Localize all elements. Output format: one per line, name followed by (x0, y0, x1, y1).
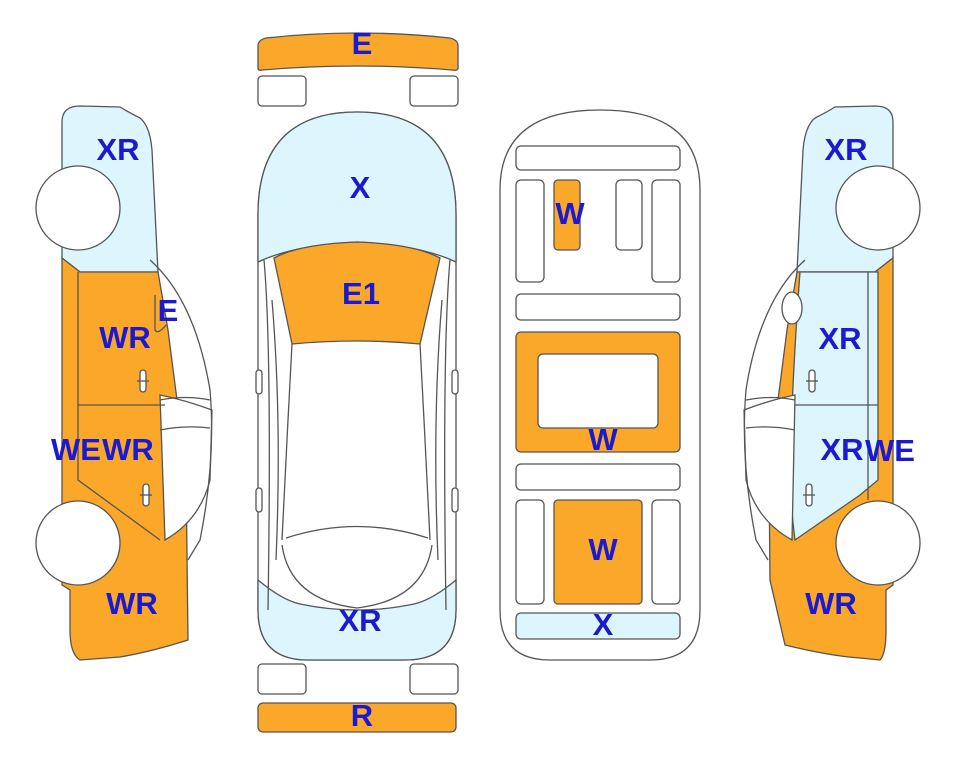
left-rear-handle (255, 487, 263, 513)
right-side-view: XR XR XR WE WR (743, 105, 921, 661)
left-front-wheel (35, 165, 121, 251)
label-left-a-pillar: E (158, 293, 179, 328)
label-left-rocker: WE (51, 432, 101, 467)
rear-right-light (409, 663, 459, 695)
label-right-rear-door: XR (820, 432, 863, 467)
label-right-front-fender: XR (824, 132, 867, 167)
underbody-crossmember-front (515, 145, 681, 171)
right-rear-handle (451, 487, 459, 513)
right-front-door-handle (806, 369, 818, 393)
floor-middle-opening (537, 353, 659, 429)
right-rear-window (743, 394, 796, 542)
front-left-light (257, 75, 307, 107)
label-right-quarter: WR (805, 586, 857, 621)
label-floor-middle: W (588, 422, 618, 457)
underbody-bracket (615, 179, 643, 251)
underbody-crossmember-rear (515, 463, 681, 491)
top-view: E X E1 XR R (255, 26, 459, 733)
label-windshield: E1 (342, 276, 380, 311)
label-left-front-door: WR (99, 320, 151, 355)
underbody-left-rail-front (515, 179, 545, 283)
underbody-right-rail-front (651, 179, 681, 283)
floor-rear-end-panel[interactable] (515, 612, 681, 640)
front-right-light (409, 75, 459, 107)
windshield-panel[interactable] (273, 241, 441, 345)
label-left-rear-door: WR (102, 432, 154, 467)
underbody-view: W W W X (499, 109, 701, 661)
label-right-front-door: XR (818, 321, 861, 356)
label-floor-front: W (555, 196, 585, 231)
left-mirror (255, 369, 263, 395)
underbody-right-rail-rear (651, 499, 681, 605)
front-bumper-panel[interactable] (257, 32, 459, 71)
right-mirror (451, 369, 459, 395)
left-rear-window (159, 394, 213, 542)
left-front-door-handle (137, 369, 149, 393)
label-rear-bumper: R (351, 698, 373, 733)
label-floor-rear: W (588, 532, 618, 567)
label-front-bumper: E (352, 26, 373, 61)
right-mirror-side (781, 291, 803, 325)
rear-glass-panel[interactable] (257, 578, 457, 661)
label-left-quarter: WR (106, 586, 158, 621)
underbody-left-rail-rear (515, 499, 545, 605)
rear-bumper-panel[interactable] (257, 702, 457, 733)
right-front-wheel (835, 165, 921, 251)
label-rear-glass: XR (338, 603, 381, 638)
left-rear-door-handle (140, 483, 152, 507)
right-rear-wheel (835, 500, 921, 586)
label-floor-rear-end: X (593, 607, 614, 642)
left-side-view: XR E WR WE WR WR (35, 105, 213, 661)
floor-rear-panel[interactable] (553, 499, 643, 605)
underbody-crossmember-mid (515, 293, 681, 321)
left-rear-wheel (35, 500, 121, 586)
rear-left-light (257, 663, 307, 695)
right-rear-door-handle (803, 483, 815, 507)
label-hood: X (350, 170, 371, 205)
floor-front-panel[interactable] (553, 179, 581, 251)
label-left-front-fender: XR (96, 132, 139, 167)
label-right-rocker: WE (865, 433, 915, 468)
